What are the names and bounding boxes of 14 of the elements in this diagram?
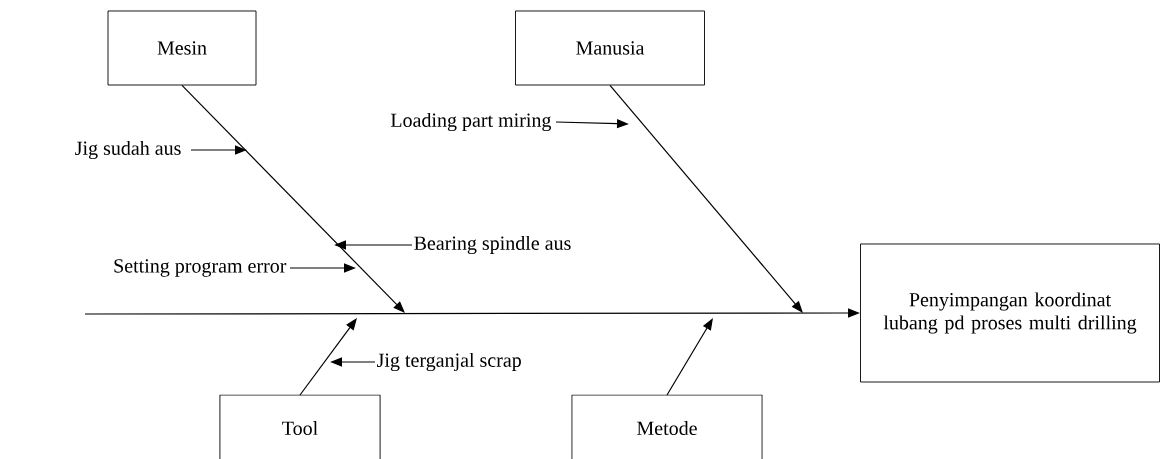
category-box: Mesin (107, 10, 257, 86)
bone-arrow (666, 318, 713, 396)
category-box: Tool (219, 394, 381, 459)
cause-label: Bearing spindle aus (414, 235, 571, 255)
cause-label: Loading part miring (390, 112, 552, 132)
bone-arrow (609, 84, 803, 313)
category-box: Metode (571, 394, 763, 459)
effect-box: Penyimpangan koordinat lubang pd proses multi drilling (860, 243, 1160, 383)
bone-arrow (299, 318, 357, 396)
cause-label: Jig terganjal scrap (377, 352, 521, 372)
cause-label: Jig sudah aus (75, 140, 181, 160)
cause-label: Setting program error (114, 259, 287, 277)
category-box: Manusia (515, 10, 705, 86)
bone-arrow (181, 84, 405, 313)
